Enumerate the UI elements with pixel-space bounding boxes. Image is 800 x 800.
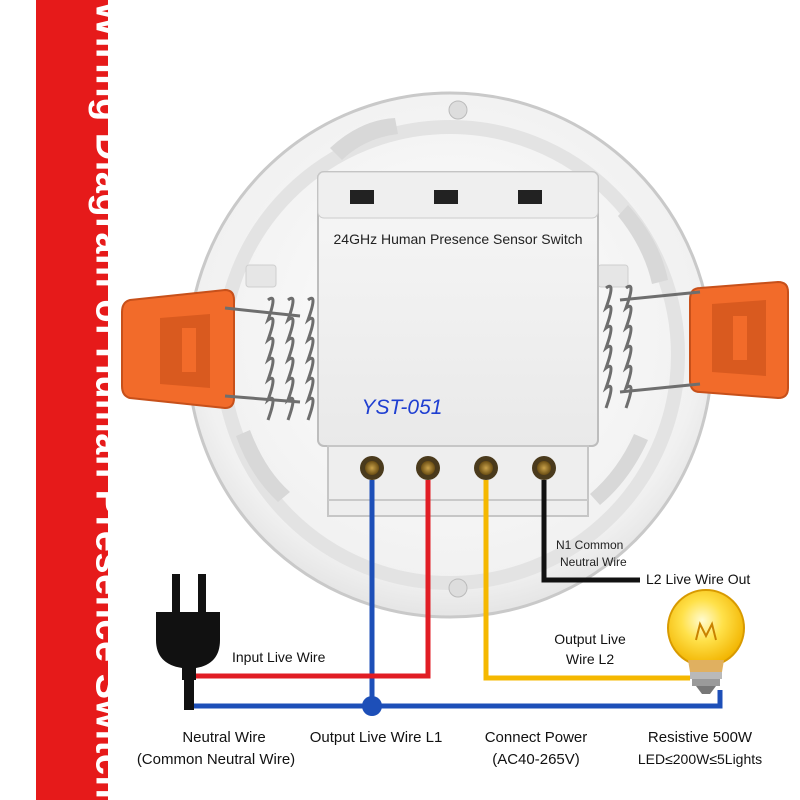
output-live-wire-l2 [483,480,690,681]
label-neutral: Neutral Wire [182,729,265,746]
input-live-wire [190,480,431,679]
device-model: YST-051 [362,396,443,419]
left-mounting-clip [121,288,235,410]
right-mounting-clip [689,280,789,400]
label-connect-power: Connect Power [485,729,588,746]
neutral-wire-horizontal [190,690,723,709]
terminal-block [360,456,556,480]
l2-live-wire-out [541,480,640,583]
label-output-live: Output Live [554,631,626,647]
label-output-live-l2: Wire L2 [566,651,614,667]
label-led-limit: LED≤200W≤5Lights [638,751,762,767]
switch-module [317,171,599,517]
vent-slot [350,190,374,204]
side-banner: Wiring Diagram of Human Presence Switch [36,0,130,800]
label-power-range: (AC40-265V) [492,751,580,768]
label-n1-neutral: Neutral Wire [560,555,627,569]
vent-slot [518,190,542,204]
label-n1-common: N1 Common [556,538,623,552]
vent-slot [434,190,458,204]
label-l2-out: L2 Live Wire Out [646,571,750,587]
light-bulb-icon [667,589,745,694]
right-spring [602,284,701,409]
device-title: 24GHz Human Presence Sensor Switch [334,231,583,247]
left-spring [224,296,315,421]
label-resistive: Resistive 500W [648,729,753,746]
label-output-l1: Output Live Wire L1 [310,729,443,746]
label-input-live: Input Live Wire [232,649,326,665]
label-neutral-common: (Common Neutral Wire) [137,751,295,768]
neutral-junction [362,696,382,716]
power-plug-icon [156,574,220,710]
